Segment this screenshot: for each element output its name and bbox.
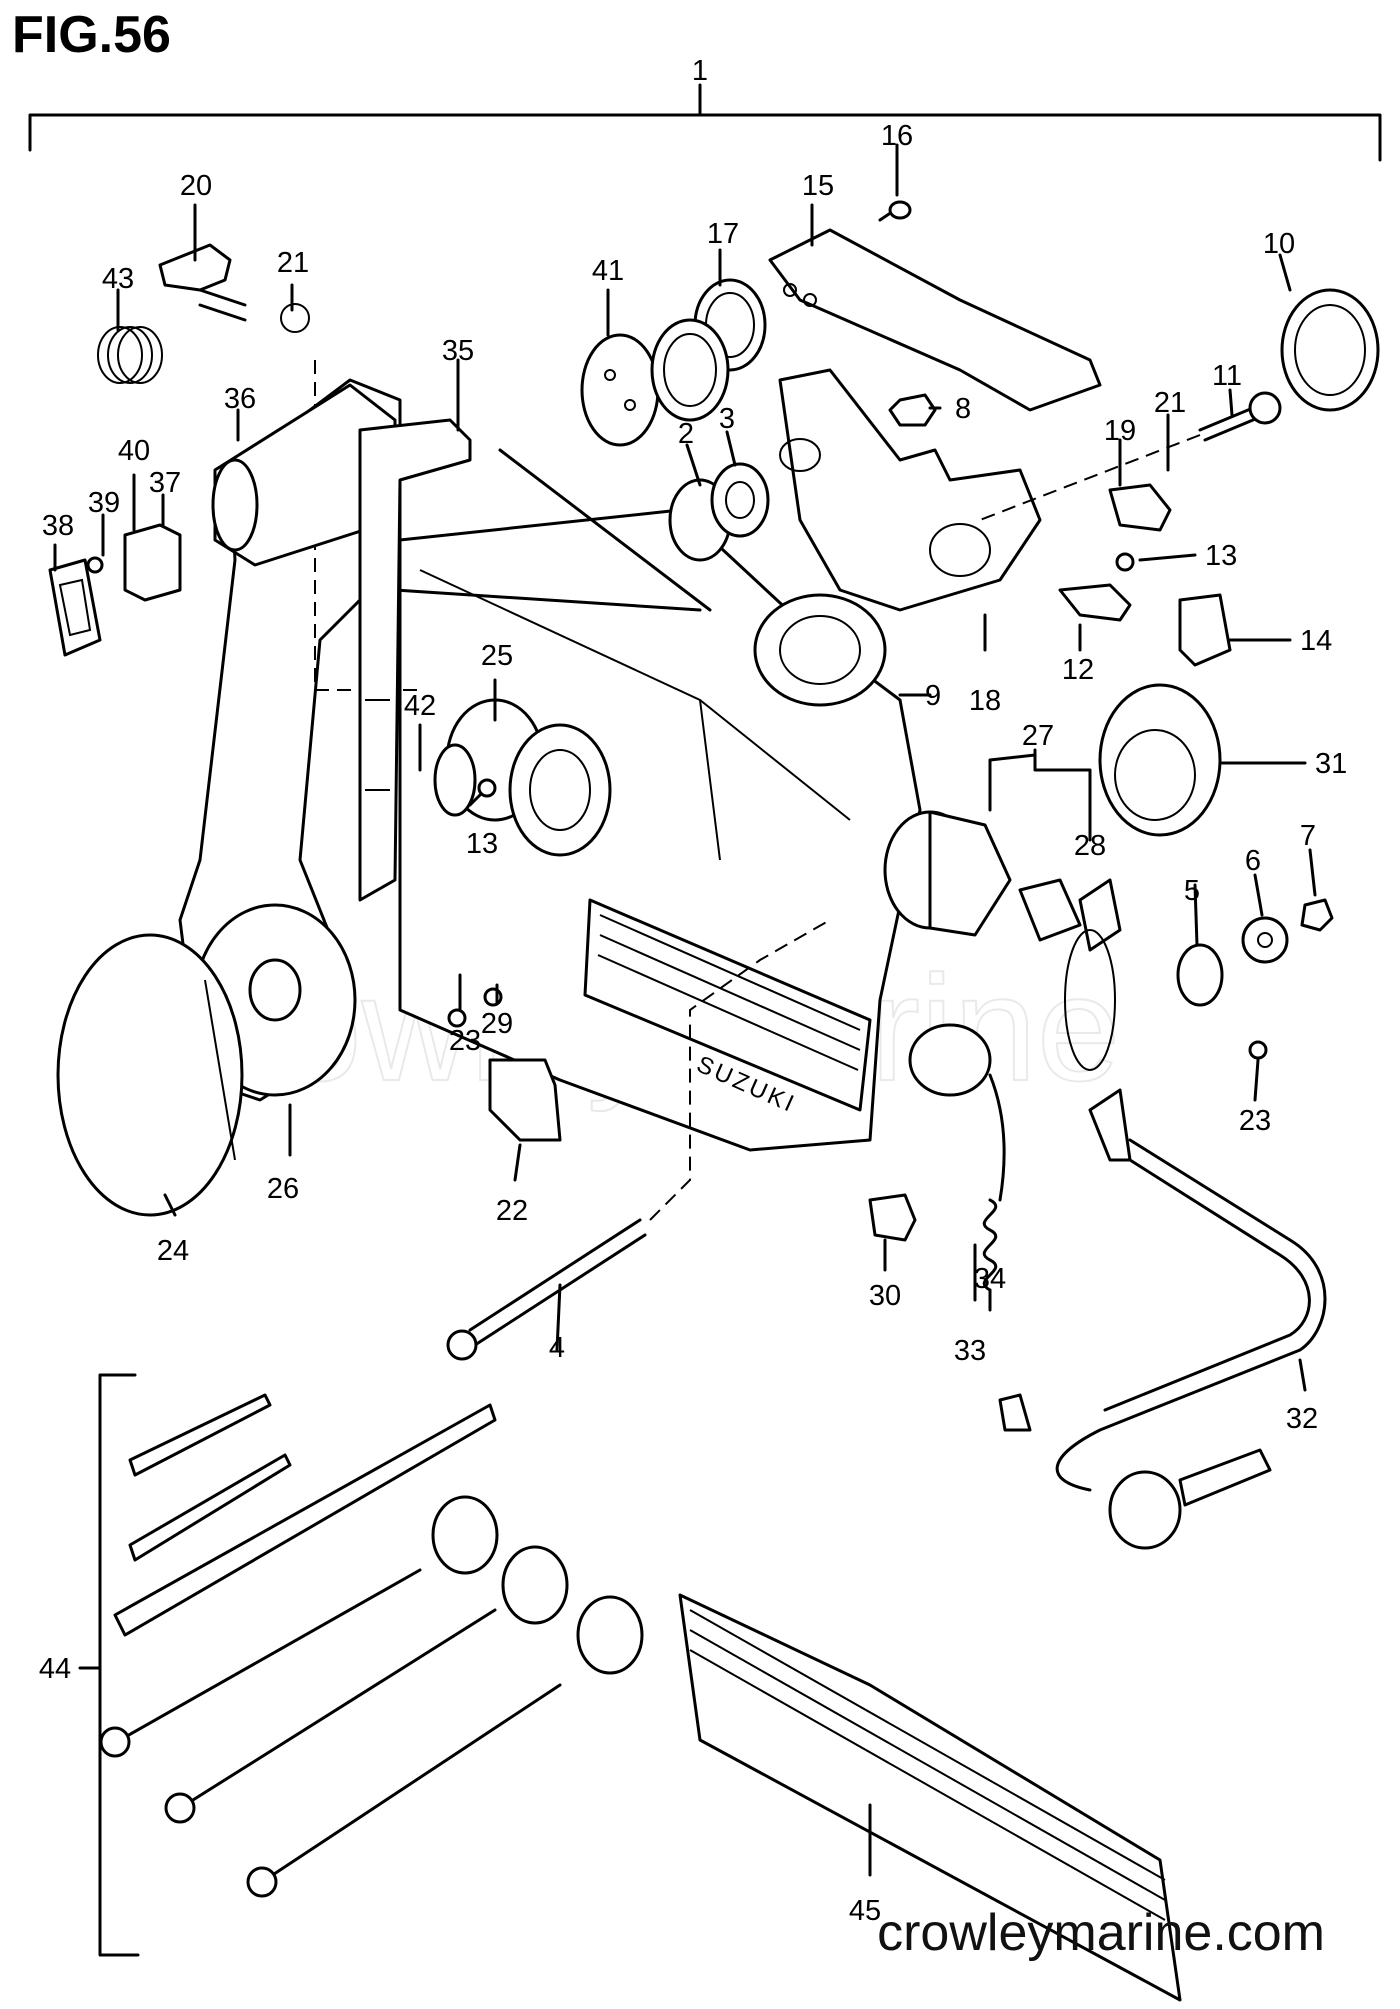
figure-title: FIG.56	[12, 6, 171, 64]
callout-18: 18	[969, 685, 1001, 717]
clip-12	[1058, 583, 1132, 622]
callout-2: 2	[678, 418, 694, 450]
callout-22: 22	[496, 1195, 528, 1227]
kit-bracket	[78, 1373, 140, 1957]
callout-17: 17	[707, 218, 739, 250]
callout-12: 12	[1062, 654, 1094, 686]
washer-9	[753, 593, 887, 707]
callout-31: 31	[1315, 748, 1347, 780]
callout-34: 34	[974, 1263, 1006, 1295]
leader-lines	[53, 143, 1317, 1877]
callout-10: 10	[1263, 228, 1295, 260]
callout-32: 32	[1286, 1403, 1318, 1435]
callout-15: 15	[802, 170, 834, 202]
ring-17	[650, 278, 767, 422]
clip-19	[1108, 483, 1172, 532]
callout-27: 27	[1022, 720, 1054, 752]
switch-14	[1178, 593, 1232, 667]
bracket-22	[488, 1058, 562, 1142]
callout-45: 45	[849, 1895, 881, 1927]
installation-kit	[99, 1393, 644, 1898]
ring-10	[1280, 288, 1380, 412]
callout-13-left: 13	[466, 828, 498, 860]
callout-29: 29	[481, 1008, 513, 1040]
callout-9: 9	[925, 680, 941, 712]
screw-11	[979, 391, 1282, 521]
callout-11: 11	[1212, 360, 1242, 392]
callout-38: 38	[42, 510, 74, 542]
callout-24: 24	[157, 1235, 189, 1267]
shift-arm	[768, 228, 1102, 412]
callout-42: 42	[404, 690, 436, 722]
callout-8: 8	[955, 393, 971, 425]
screw-16	[878, 200, 912, 222]
lever-guide	[358, 418, 472, 902]
key-switch	[883, 810, 1132, 1162]
harness-cable	[1055, 1138, 1327, 1550]
clip-30	[868, 1193, 917, 1242]
callout-19: 19	[1104, 415, 1136, 447]
callout-40: 40	[118, 435, 150, 467]
callout-1: 1	[692, 55, 708, 87]
callout-43: 43	[102, 263, 134, 295]
screw-39	[86, 556, 104, 574]
callout-30: 30	[869, 1280, 901, 1312]
callout-7: 7	[1300, 820, 1316, 852]
bushing-2-3	[668, 462, 770, 562]
callout-13-right: 13	[1205, 540, 1237, 572]
callout-28: 28	[1074, 830, 1106, 862]
callout-37: 37	[149, 467, 181, 499]
lever-grip	[211, 383, 397, 567]
callout-16: 16	[881, 120, 913, 152]
callout-35: 35	[442, 335, 474, 367]
stop-switch	[908, 1023, 1032, 1432]
side-nameplate	[678, 1593, 1182, 2002]
callout-23-left: 23	[449, 1025, 481, 1057]
callout-6: 6	[1245, 845, 1261, 877]
pad-31	[1098, 683, 1222, 837]
callout-21-left: 21	[277, 247, 309, 279]
callout-5: 5	[1184, 875, 1200, 907]
callout-25: 25	[481, 640, 513, 672]
neutral-cam	[433, 698, 612, 857]
knob-20	[158, 243, 247, 322]
screws-13-23	[447, 552, 1268, 1060]
nut-8	[888, 393, 937, 427]
long-screw	[446, 919, 831, 1361]
friction-disk	[580, 333, 660, 447]
callout-20: 20	[180, 170, 212, 202]
washer-6	[1241, 916, 1289, 964]
cover-38	[48, 558, 102, 657]
cover-plate	[56, 933, 244, 1217]
callouts: 1 2 3 4 5 6 7 8 9 10 11 12 13 13 14 15 1…	[39, 55, 1347, 1927]
footer-url: crowleymarine.com	[877, 1904, 1325, 1962]
throttle-cam	[778, 368, 1042, 612]
callout-21-right: 21	[1154, 387, 1186, 419]
clip-21	[280, 303, 310, 333]
nut-7	[1300, 898, 1334, 932]
grommet-5	[1176, 943, 1224, 1007]
callout-26: 26	[267, 1173, 299, 1205]
callout-44: 44	[39, 1653, 71, 1685]
callout-41: 41	[592, 255, 624, 287]
switch-37-40	[123, 523, 182, 602]
callout-23-right: 23	[1239, 1105, 1271, 1137]
assembly-bracket	[28, 83, 1382, 162]
callout-39: 39	[88, 487, 120, 519]
callout-33: 33	[954, 1335, 986, 1367]
callout-36: 36	[224, 383, 256, 415]
callout-14: 14	[1300, 625, 1332, 657]
spring-43	[97, 326, 163, 384]
callout-4: 4	[549, 1332, 565, 1364]
callout-3: 3	[719, 403, 735, 435]
